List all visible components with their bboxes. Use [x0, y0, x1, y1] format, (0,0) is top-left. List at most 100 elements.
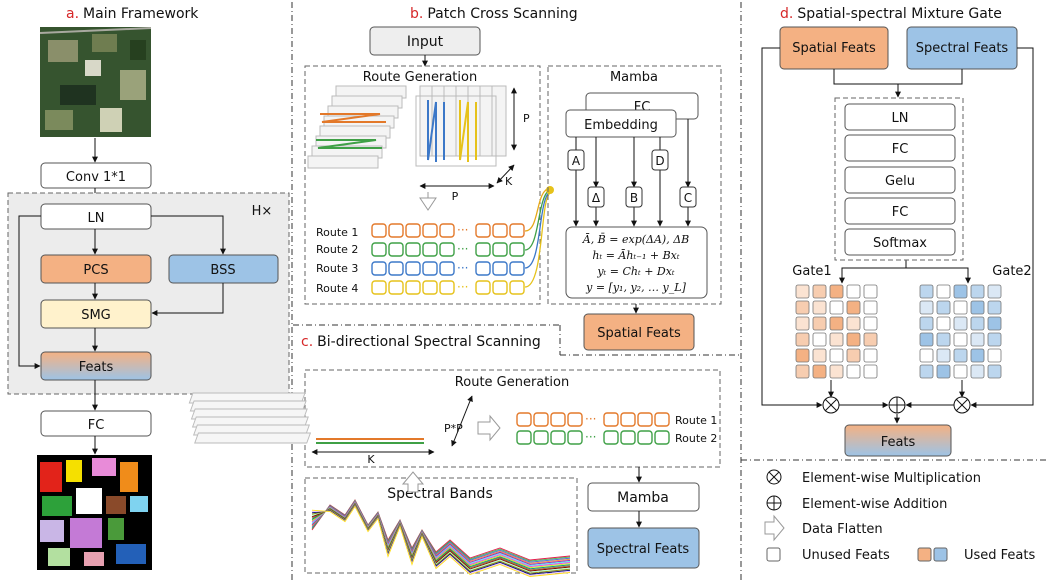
spectral-route-token: [533, 430, 549, 445]
embedding-block: [565, 109, 677, 138]
gate-cell: [812, 348, 827, 363]
gate-output-feats: [844, 424, 952, 457]
spectral-route-token: [567, 430, 583, 445]
spectral-route-token: [516, 412, 532, 427]
gate-cell: [846, 284, 861, 299]
route-token: [422, 223, 438, 238]
gate-spatial-input-label: Spatial Feats: [792, 41, 876, 56]
route-3-label: Route 3: [316, 262, 358, 275]
route-token: [509, 280, 525, 295]
spectral-mamba-label: Mamba: [617, 490, 669, 506]
gate-cell: [919, 348, 934, 363]
spectral-route-token: [550, 412, 566, 427]
legend-add-label: Element-wise Addition: [802, 497, 947, 512]
route-token: [405, 280, 421, 295]
route-token: [405, 223, 421, 238]
spatial-feats-output: [583, 313, 695, 351]
mlp-layer-label: FC: [892, 205, 909, 220]
gate-cell: [987, 332, 1002, 347]
route-token: [371, 261, 387, 276]
gate-cell: [846, 316, 861, 331]
legend-unused-label: Unused Feats: [802, 548, 890, 563]
dim-p-vertical: P: [523, 112, 530, 125]
equation-sequence: y = [y₁, y₂, … y_L]: [585, 281, 686, 294]
panel-a: a.Main Framework Conv 1*1 H× LN PCS: [7, 6, 290, 570]
gate-cell: [919, 332, 934, 347]
conv-label: Conv 1*1: [66, 170, 126, 185]
gate1-label: Gate1: [792, 264, 831, 279]
gate-cell: [970, 284, 985, 299]
gate-cell: [970, 332, 985, 347]
gate-cell: [970, 364, 985, 379]
dim-p-horizontal: P: [452, 190, 459, 203]
flatten-arrow-c: [477, 414, 501, 442]
fc-block: [40, 410, 152, 437]
gate-cell: [919, 316, 934, 331]
route-token: [371, 280, 387, 295]
spectral-bands-label: Spectral Bands: [387, 486, 493, 502]
route-token: [388, 280, 404, 295]
spectral-feats-output-label: Spectral Feats: [597, 542, 690, 557]
gate-cell: [987, 284, 1002, 299]
gate-cell: [795, 364, 810, 379]
gate-cell: [795, 316, 810, 331]
spectral-curves: [311, 499, 571, 577]
route-token: [475, 223, 491, 238]
gate-cell: [970, 300, 985, 315]
dim-k: K: [505, 175, 513, 188]
spectral-route-token: [550, 430, 566, 445]
gate-cell: [863, 348, 878, 363]
equation-discretize: Ā, B̄ = exp(ΔA), ΔB: [582, 233, 689, 246]
section-dividers: [291, 2, 1047, 583]
ln-label: LN: [88, 211, 105, 226]
gate-cell: [936, 300, 951, 315]
gate-cell: [812, 364, 827, 379]
gate-cell: [987, 316, 1002, 331]
gate-cell: [863, 300, 878, 315]
mlp-layer-block: [844, 228, 956, 256]
classification-map: [37, 455, 152, 570]
gate-cell: [953, 316, 968, 331]
input-label: Input: [407, 34, 444, 50]
fc-label: FC: [88, 418, 105, 433]
spectral-route-ellipsis: ···: [585, 412, 596, 426]
feats-block: [40, 351, 152, 381]
spectral-route-1-label: Route 1: [675, 414, 717, 427]
gate-cell: [795, 300, 810, 315]
panel-d-title: d.Spatial-spectral Mixture Gate: [780, 6, 1002, 22]
legend-used-blue-icon: [933, 547, 948, 562]
gate-cell: [970, 348, 985, 363]
route-token: [475, 242, 491, 257]
mamba-title: Mamba: [610, 70, 658, 85]
route-token: [388, 261, 404, 276]
gate-cell: [953, 300, 968, 315]
equation-output: yₜ = Chₜ + Dxₜ: [596, 265, 675, 278]
pcs-label: PCS: [83, 263, 108, 278]
gate-cell: [846, 332, 861, 347]
spectral-route-token: [620, 412, 636, 427]
route-token: [509, 223, 525, 238]
gate-cell: [812, 332, 827, 347]
legend-mult-icon: [766, 469, 782, 485]
param-c: C: [684, 191, 692, 205]
gate-cell: [953, 332, 968, 347]
spectral-feats-output: [587, 527, 700, 569]
route-token: [371, 242, 387, 257]
route-4-label: Route 4: [316, 282, 358, 295]
gate-spectral-input-label: Spectral Feats: [916, 41, 1009, 56]
spectral-cube: [188, 392, 312, 444]
param-a: A: [572, 154, 581, 168]
mamba-box: [547, 65, 722, 305]
feats-label: Feats: [79, 360, 114, 375]
gate-output-feats-label: Feats: [881, 435, 916, 450]
route-token: [475, 280, 491, 295]
gate-cell: [863, 364, 878, 379]
hsi-input-image: [39, 27, 152, 137]
route-1-label: Route 1: [316, 226, 358, 239]
route-token: [422, 261, 438, 276]
panel-d: d.Spatial-spectral Mixture Gate Spatial …: [761, 6, 1034, 457]
route-token: [439, 280, 455, 295]
param-b: B: [630, 191, 638, 205]
route-token: [422, 280, 438, 295]
